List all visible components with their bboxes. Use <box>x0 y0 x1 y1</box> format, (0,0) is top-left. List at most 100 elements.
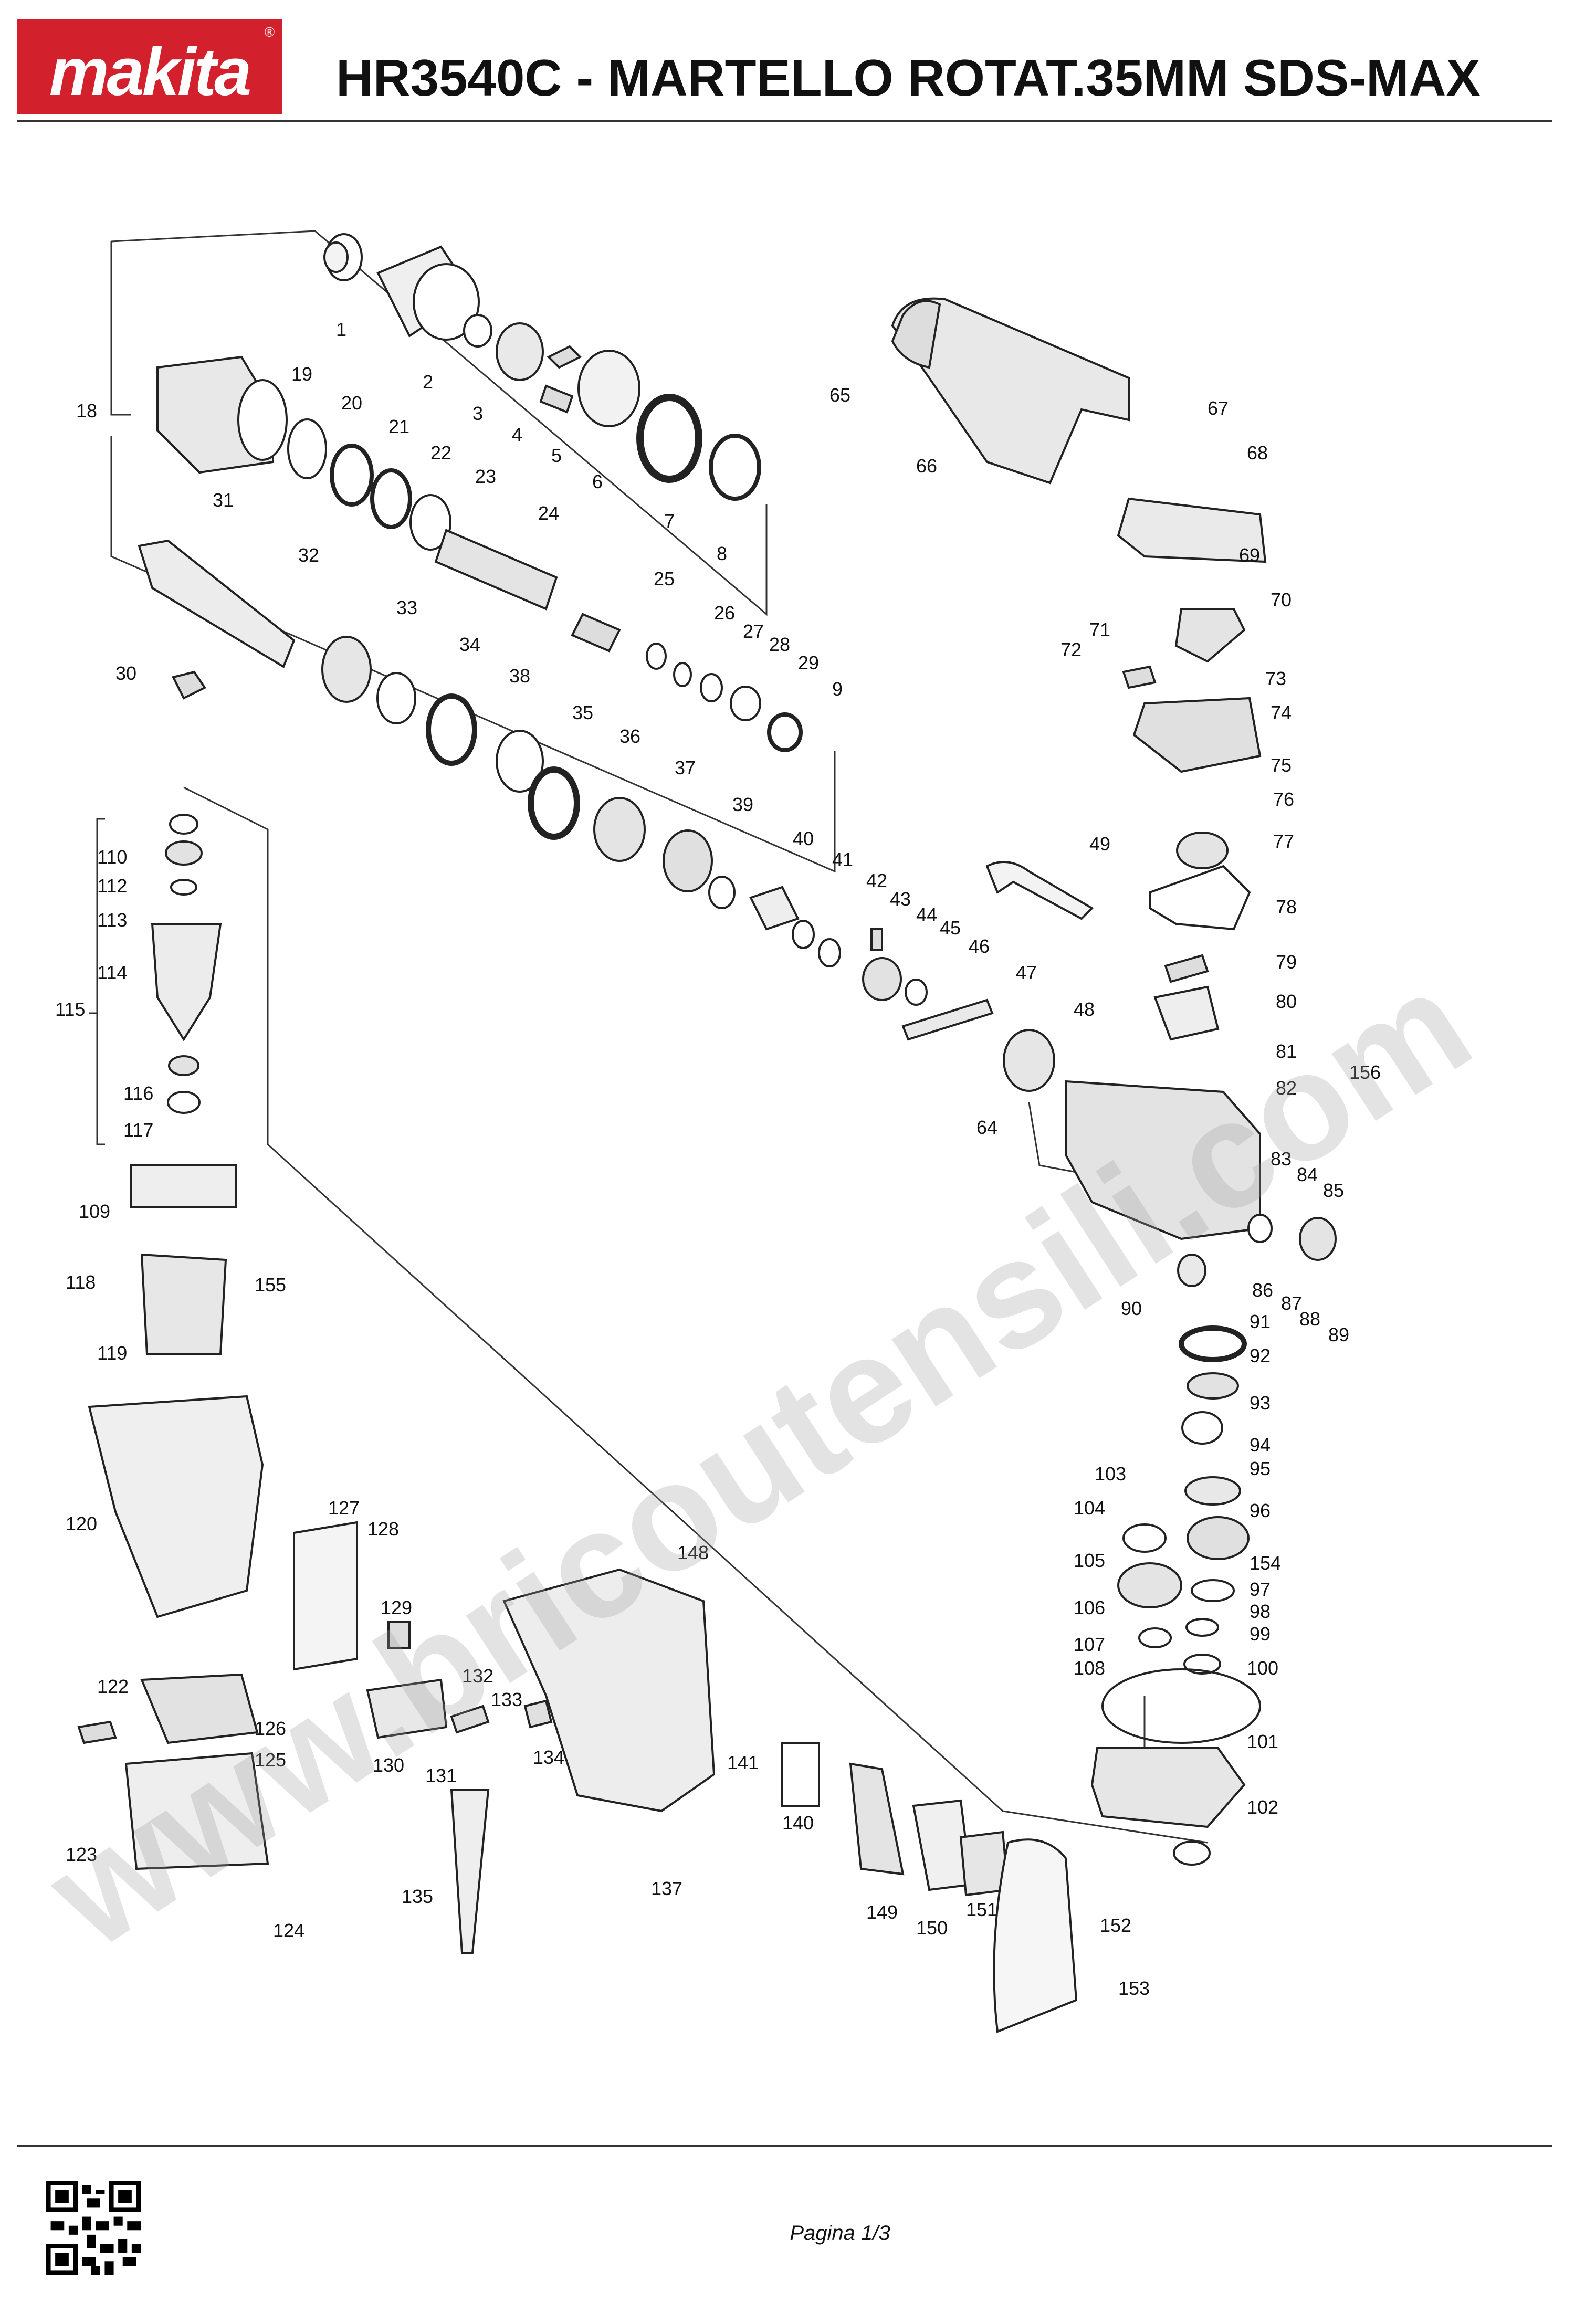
part-label-113: 113 <box>97 909 127 931</box>
part-label-37: 37 <box>675 757 696 778</box>
part-label-141: 141 <box>727 1752 759 1773</box>
part-label-114: 114 <box>97 962 127 983</box>
part-label-48: 48 <box>1074 998 1095 1020</box>
part-label-39: 39 <box>732 794 753 815</box>
part-label-43: 43 <box>890 888 911 910</box>
registered-mark: ® <box>264 24 275 40</box>
part-label-123: 123 <box>66 1844 97 1865</box>
part-label-33: 33 <box>396 597 417 618</box>
part-label-94: 94 <box>1250 1434 1270 1456</box>
part-label-21: 21 <box>388 416 410 437</box>
part-label-67: 67 <box>1208 397 1228 419</box>
part-label-140: 140 <box>782 1812 814 1834</box>
part-label-131: 131 <box>425 1765 457 1786</box>
part-label-103: 103 <box>1095 1463 1126 1485</box>
footer-divider <box>17 2145 1552 2147</box>
part-label-84: 84 <box>1297 1164 1318 1185</box>
part-label-86: 86 <box>1252 1279 1273 1301</box>
page-title: HR3540C - MARTELLO ROTAT.35MM SDS-MAX <box>336 49 1480 107</box>
part-label-107: 107 <box>1074 1634 1105 1655</box>
part-label-40: 40 <box>793 828 814 849</box>
part-label-127: 127 <box>328 1497 360 1519</box>
part-label-151: 151 <box>966 1899 998 1920</box>
part-label-105: 105 <box>1074 1550 1105 1571</box>
part-label-88: 88 <box>1299 1308 1320 1330</box>
part-label-75: 75 <box>1270 754 1292 776</box>
part-label-30: 30 <box>116 662 136 684</box>
part-label-152: 152 <box>1100 1914 1131 1936</box>
part-label-125: 125 <box>255 1749 286 1771</box>
part-label-36: 36 <box>620 725 640 747</box>
part-label-135: 135 <box>402 1886 433 1907</box>
part-label-2: 2 <box>423 371 433 393</box>
part-label-44: 44 <box>916 904 937 925</box>
part-label-4: 4 <box>512 424 522 445</box>
part-label-27: 27 <box>743 620 764 642</box>
part-label-106: 106 <box>1074 1597 1105 1618</box>
part-label-115: 115 <box>55 998 85 1020</box>
header: makita ® HR3540C - MARTELLO ROTAT.35MM S… <box>0 0 1596 126</box>
part-label-122: 122 <box>97 1676 129 1697</box>
part-label-81: 81 <box>1276 1040 1297 1062</box>
part-label-6: 6 <box>592 471 603 492</box>
part-label-148: 148 <box>677 1542 709 1563</box>
part-number-labels: 1234567891819202122232425262728293031323… <box>55 319 1381 1999</box>
part-label-20: 20 <box>341 392 362 414</box>
part-label-90: 90 <box>1121 1298 1142 1319</box>
part-label-35: 35 <box>572 702 593 723</box>
part-label-28: 28 <box>769 634 790 655</box>
part-label-9: 9 <box>832 678 843 700</box>
part-label-24: 24 <box>538 502 559 524</box>
part-label-95: 95 <box>1250 1458 1270 1479</box>
part-label-154: 154 <box>1250 1552 1281 1574</box>
part-label-34: 34 <box>459 634 480 655</box>
part-label-156: 156 <box>1349 1061 1381 1083</box>
part-label-96: 96 <box>1250 1500 1270 1521</box>
part-label-66: 66 <box>916 455 937 477</box>
part-label-109: 109 <box>79 1201 110 1222</box>
logo-text: makita <box>49 35 252 110</box>
part-label-8: 8 <box>717 543 727 564</box>
part-label-1: 1 <box>336 319 346 340</box>
part-label-126: 126 <box>255 1718 286 1739</box>
part-label-38: 38 <box>509 665 530 687</box>
part-label-68: 68 <box>1247 442 1268 464</box>
part-label-129: 129 <box>381 1597 412 1618</box>
part-label-150: 150 <box>916 1917 948 1939</box>
part-label-110: 110 <box>97 846 127 868</box>
part-label-92: 92 <box>1250 1345 1270 1366</box>
part-label-153: 153 <box>1118 1977 1150 1999</box>
part-label-70: 70 <box>1270 589 1292 611</box>
part-label-112: 112 <box>97 875 127 897</box>
makita-logo: makita ® <box>17 19 282 114</box>
part-label-108: 108 <box>1074 1657 1105 1679</box>
part-label-25: 25 <box>654 568 675 590</box>
part-label-99: 99 <box>1250 1623 1270 1645</box>
part-label-116: 116 <box>123 1082 153 1104</box>
part-label-3: 3 <box>472 403 483 424</box>
part-shapes <box>77 233 1337 2033</box>
part-label-97: 97 <box>1250 1579 1270 1600</box>
part-label-149: 149 <box>866 1901 898 1923</box>
part-label-77: 77 <box>1273 830 1294 852</box>
part-label-18: 18 <box>76 400 97 422</box>
header-divider <box>17 120 1552 122</box>
qr-code <box>46 2181 141 2275</box>
part-label-76: 76 <box>1273 788 1294 810</box>
part-label-69: 69 <box>1239 544 1260 566</box>
part-label-124: 124 <box>273 1920 304 1941</box>
part-label-72: 72 <box>1060 639 1082 660</box>
part-label-82: 82 <box>1276 1077 1297 1099</box>
page-number: Pagina 1/3 <box>790 2222 890 2245</box>
part-label-93: 93 <box>1250 1392 1270 1414</box>
part-label-132: 132 <box>462 1665 494 1687</box>
part-label-65: 65 <box>830 384 850 406</box>
part-label-83: 83 <box>1270 1148 1292 1170</box>
part-label-49: 49 <box>1089 833 1110 855</box>
part-label-7: 7 <box>664 510 675 532</box>
part-label-87: 87 <box>1281 1292 1302 1314</box>
part-label-47: 47 <box>1016 962 1037 983</box>
part-label-23: 23 <box>475 466 496 487</box>
part-label-78: 78 <box>1276 896 1297 918</box>
part-label-137: 137 <box>651 1878 682 1899</box>
